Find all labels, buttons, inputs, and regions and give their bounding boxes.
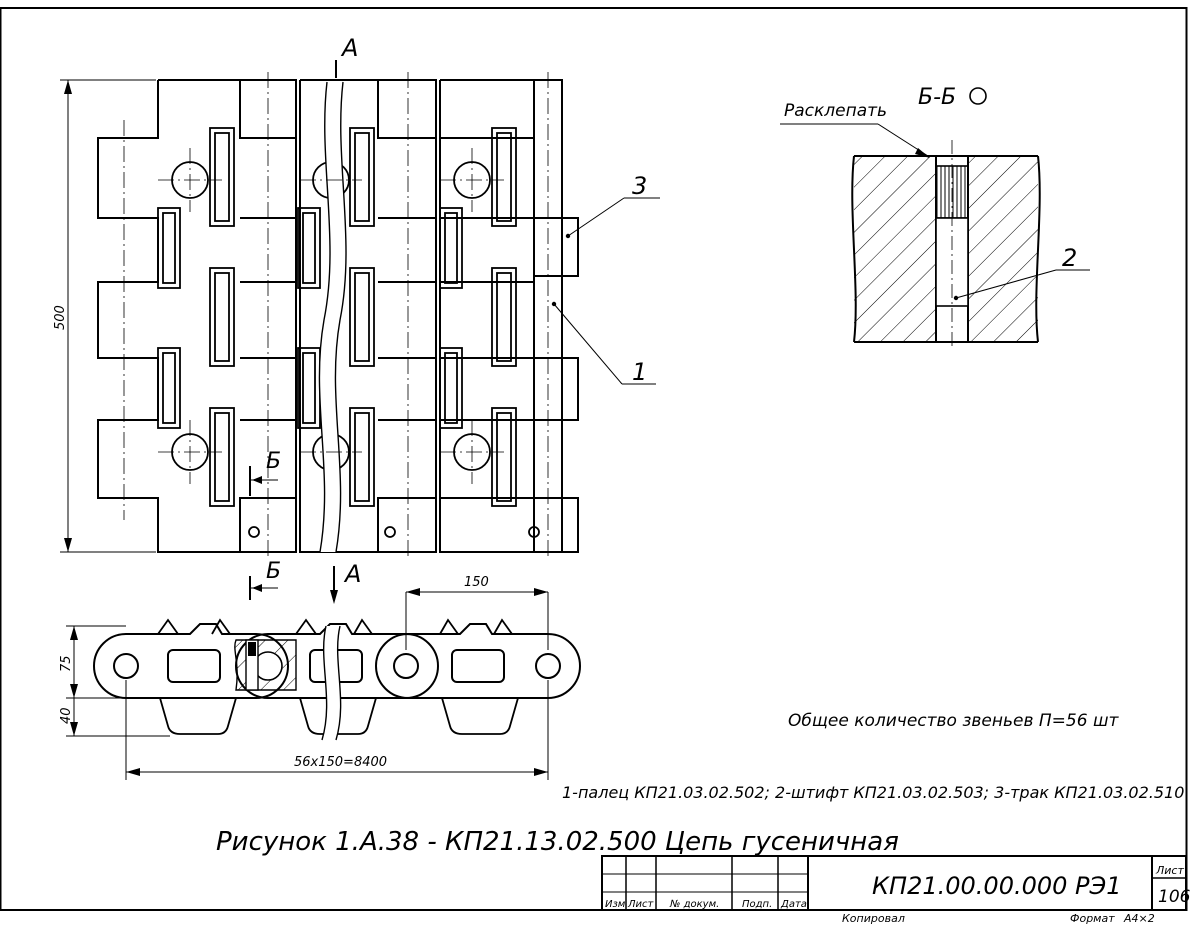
format-label: Формат: [1070, 912, 1115, 925]
section-a-bottom-label: A: [343, 560, 361, 588]
callout-2-label: 2: [1062, 244, 1077, 272]
grousers: [157, 127, 517, 507]
dimension-height-value: 500: [53, 305, 68, 330]
section-b-lower-label: Б: [266, 559, 281, 584]
callout-1-dot: [551, 301, 557, 307]
dimension-thickness-bottom-value: 40: [59, 707, 74, 724]
side-link-3: [375, 623, 581, 699]
total-links-note: Общее количество звеньев П=56 шт: [788, 711, 1120, 731]
callout-3-label: 3: [632, 172, 647, 200]
pin-column-steps: [534, 217, 579, 553]
dimension-thickness-top-value: 75: [59, 655, 74, 672]
section-a-arrow: [330, 590, 338, 604]
side-dimensions: [66, 588, 549, 780]
rivet-note: Расклепать: [784, 101, 887, 121]
section-bb-label: Б-Б: [918, 85, 956, 110]
title-col-list: Лист: [627, 899, 655, 910]
section-a-top-label: A: [340, 34, 358, 62]
dimension-pitch-value: 150: [464, 575, 489, 590]
callout-2-dot: [953, 295, 959, 301]
link-plate-middle: [299, 79, 437, 553]
title-col-date: Дата: [780, 899, 807, 910]
callout-leaders: [553, 197, 660, 385]
title-col-sign: Подп.: [742, 899, 772, 910]
rotation-symbol: [969, 87, 987, 105]
side-view-section-cut: [234, 639, 297, 691]
break-line-left: [318, 81, 331, 553]
title-col-doc: № докум.: [669, 899, 719, 910]
title-block: [601, 855, 1187, 911]
sheet-label: Лист: [1155, 864, 1184, 877]
sheet-number: 106: [1158, 887, 1191, 907]
format-value: А4×2: [1123, 912, 1155, 925]
link-plate-middle-steps: [378, 217, 436, 421]
sheet-frame: [0, 7, 1188, 911]
parts-list-note: 1-палец КП21.03.02.502; 2-штифт КП21.03.…: [562, 783, 1184, 802]
callout-1-label: 1: [632, 358, 647, 386]
dimension-total-length-value: 56x150=8400: [294, 755, 387, 770]
figure-caption: Рисунок 1.А.38 - КП21.13.02.500 Цепь гус…: [216, 827, 899, 857]
break-line-right: [334, 81, 347, 553]
section-bb-view: [851, 140, 1041, 350]
section-b-upper-arrow: [252, 476, 262, 484]
section-b-upper-label: Б: [266, 449, 281, 474]
center-lines: [123, 72, 549, 560]
dimension-height: [60, 79, 156, 553]
copied-label: Копировал: [842, 912, 905, 925]
break-band: [319, 82, 347, 552]
side-break-left: [321, 625, 328, 741]
document-code: КП21.00.00.000 РЭ1: [872, 872, 1122, 900]
side-break-right: [335, 625, 342, 741]
link-plate-left: [97, 79, 297, 553]
link-plate-right: [439, 79, 534, 553]
callout-3-dot: [565, 233, 571, 239]
title-col-izm: Изм: [605, 899, 626, 910]
callout-2-leader: [955, 269, 1057, 299]
track-plan-view: [97, 79, 579, 553]
section-b-lower-arrow: [252, 584, 262, 592]
